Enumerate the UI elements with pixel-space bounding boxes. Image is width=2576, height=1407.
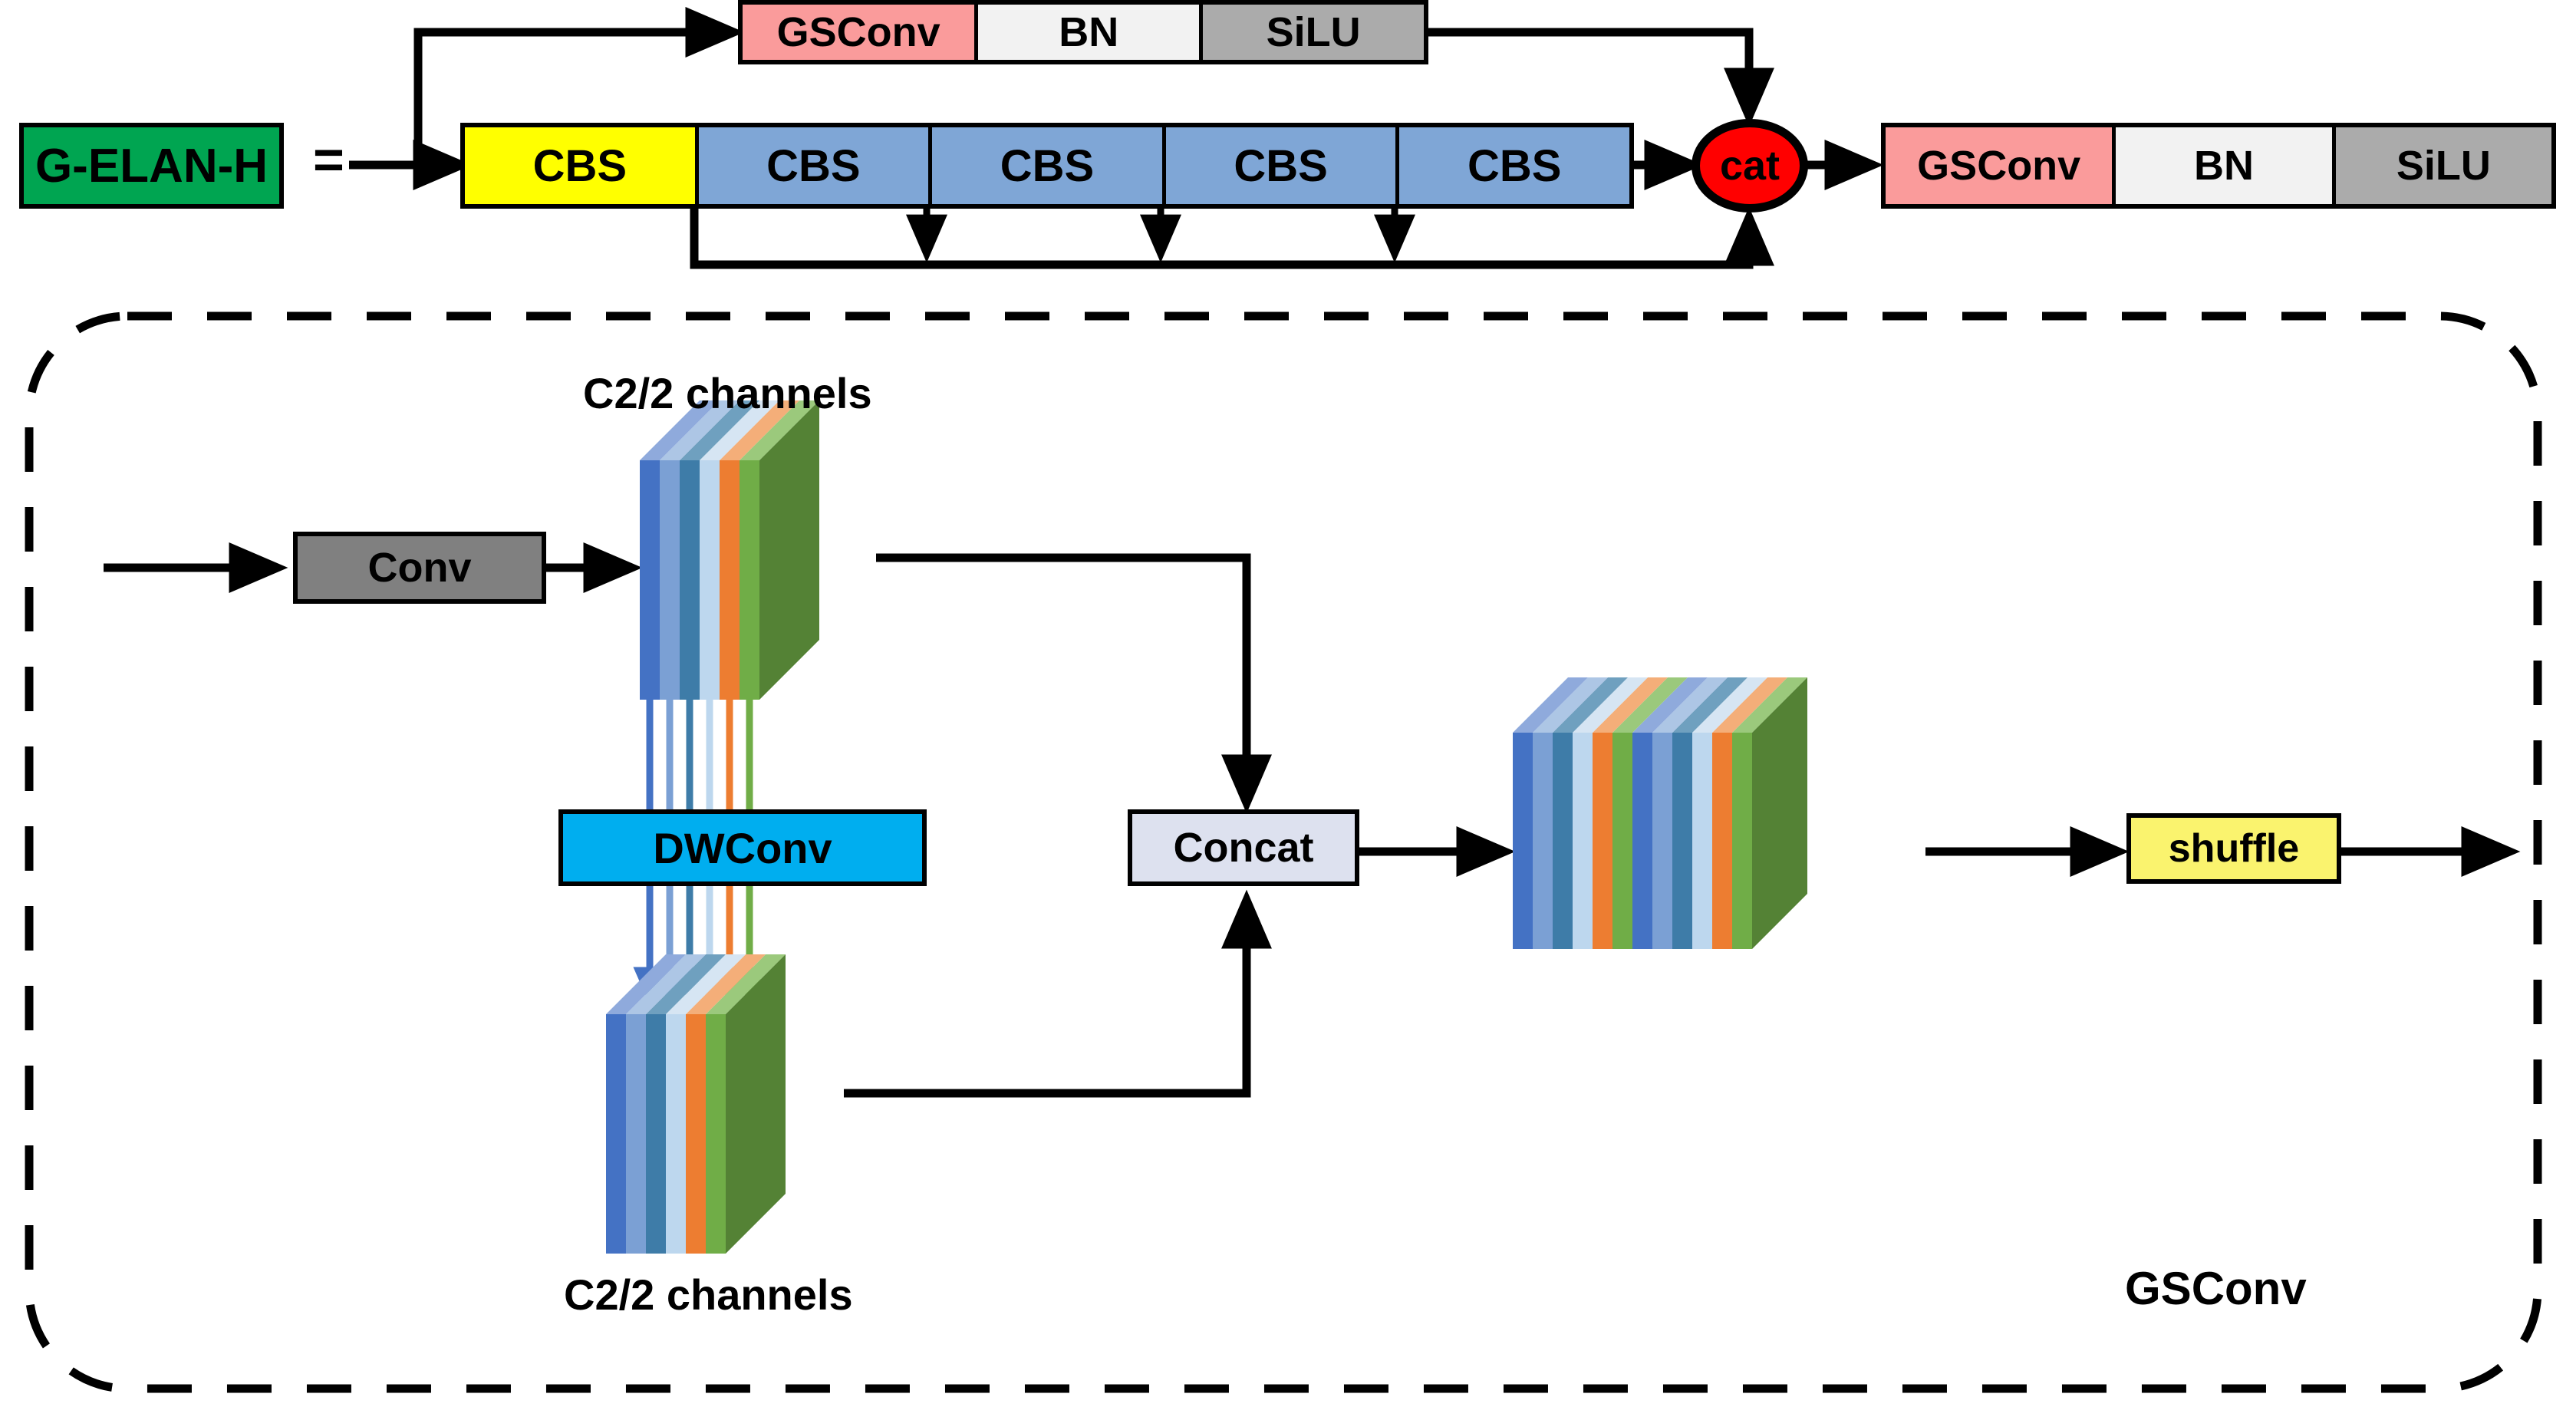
gsconv-panel-border	[25, 311, 2542, 1393]
tensor-bottom-c2half	[606, 954, 786, 1254]
concat-block[interactable]: Concat	[1128, 809, 1359, 886]
equals-sign: =	[313, 130, 344, 189]
output-branch-cell-silu[interactable]: SiLU	[2335, 127, 2551, 204]
output-branch-cell-bn[interactable]: BN	[2116, 127, 2336, 204]
top-branch-to-cat	[1425, 28, 1774, 127]
shuffle-block[interactable]: shuffle	[2126, 813, 2341, 884]
cat-label: cat	[1719, 143, 1780, 189]
g-elan-h-block[interactable]: G-ELAN-H	[19, 123, 284, 209]
output-branch-cell-gsconv[interactable]: GSConv	[1886, 127, 2116, 204]
main-branch-strip: CBS CBS CBS CBS CBS	[460, 123, 1634, 209]
top-branch-cell-silu[interactable]: SiLU	[1203, 5, 1425, 60]
main-branch-cell-0[interactable]: CBS	[465, 127, 699, 204]
conv-label: Conv	[367, 545, 472, 591]
top-branch-cell-gsconv[interactable]: GSConv	[743, 5, 979, 60]
skip-bus	[690, 206, 1774, 269]
dwconv-label: DWConv	[653, 823, 832, 872]
top-branch-cell-bn[interactable]: BN	[978, 5, 1204, 60]
main-branch-cell-3[interactable]: CBS	[1165, 127, 1400, 204]
dwconv-block[interactable]: DWConv	[558, 809, 927, 886]
output-branch-strip: GSConv BN SiLU	[1881, 123, 2556, 209]
g-elan-h-label: G-ELAN-H	[35, 139, 268, 193]
top-tensor-to-concat	[876, 553, 1272, 814]
gsconv-panel-label: GSConv	[2125, 1263, 2307, 1314]
tensor-top-c2half	[640, 400, 819, 700]
bottom-channels-label: C2/2 channels	[564, 1270, 853, 1319]
main-branch-cell-1[interactable]: CBS	[698, 127, 933, 204]
bottom-tensor-to-concat	[844, 889, 1272, 1098]
main-branch-cell-4[interactable]: CBS	[1399, 127, 1629, 204]
shuffle-label: shuffle	[2168, 826, 2300, 871]
input-connector-top	[349, 7, 745, 190]
cat-node[interactable]: cat	[1692, 119, 1808, 213]
tensor-concatenated	[1513, 677, 1807, 949]
main-branch-cell-2[interactable]: CBS	[932, 127, 1166, 204]
top-branch-strip: GSConv BN SiLU	[738, 0, 1428, 64]
conv-block[interactable]: Conv	[293, 532, 546, 604]
concat-label: Concat	[1173, 825, 1314, 871]
top-channels-label: C2/2 channels	[583, 369, 872, 417]
